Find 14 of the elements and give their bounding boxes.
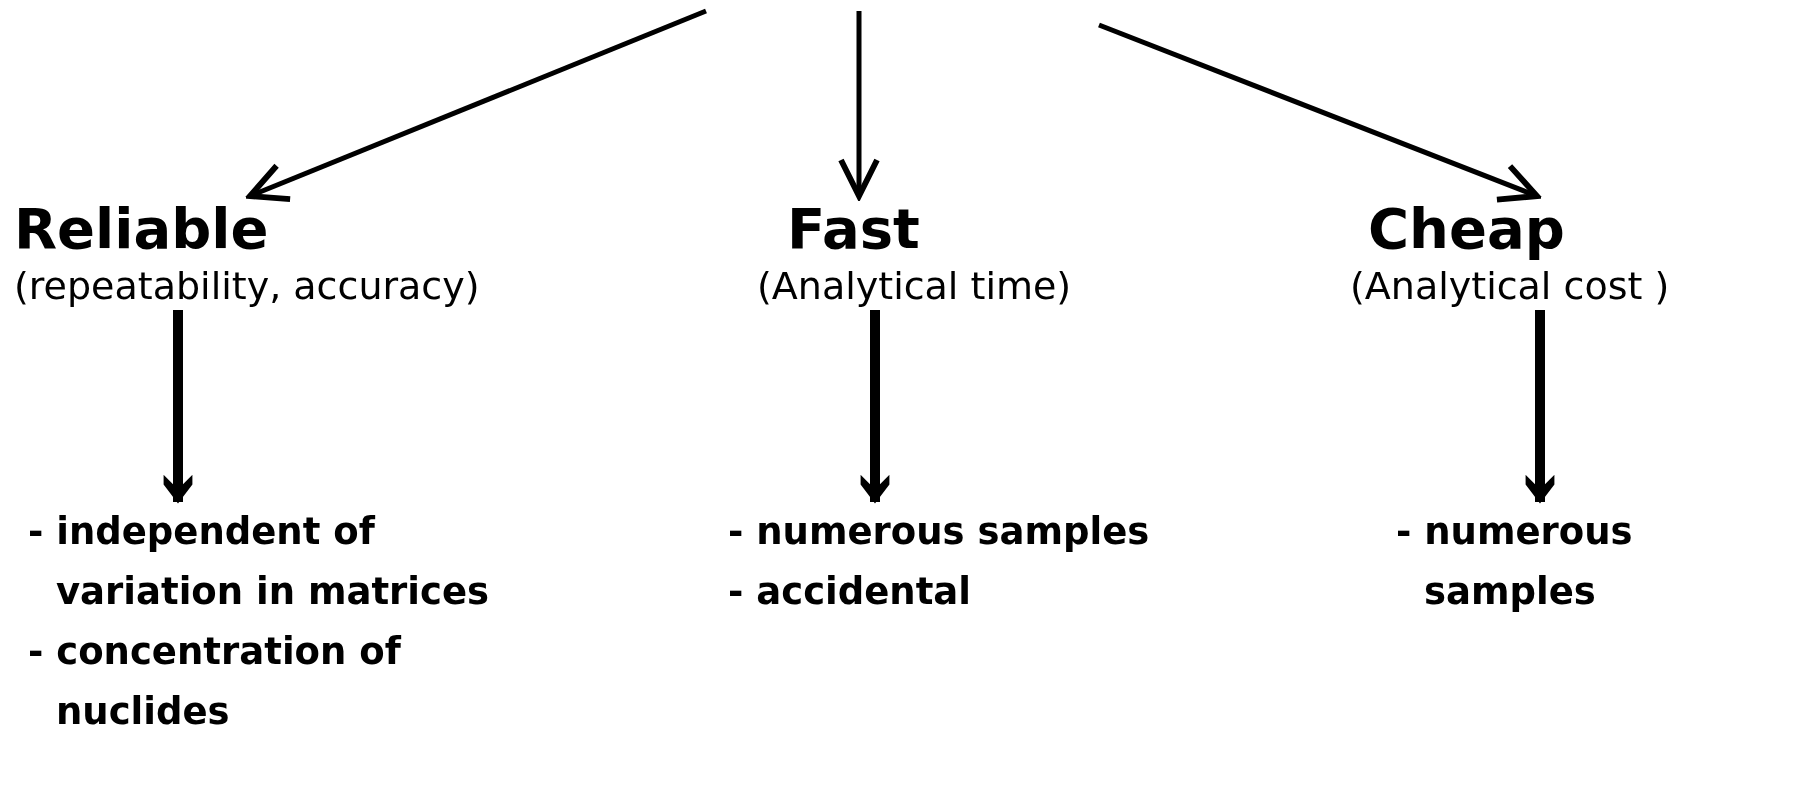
list-item: - accidental <box>728 569 972 615</box>
heading: Reliable <box>14 196 269 262</box>
arrow <box>247 8 707 203</box>
heading: Cheap <box>1368 196 1565 262</box>
arrow <box>1098 22 1540 203</box>
list-item: - concentration of nuclides <box>28 629 403 735</box>
subheading: (Analytical cost ) <box>1350 263 1670 310</box>
list-item: - numerous samples <box>1396 509 1634 615</box>
heading: Fast <box>787 196 920 262</box>
subheading: (repeatability, accuracy) <box>14 263 480 310</box>
arrow <box>838 11 880 199</box>
subheading: (Analytical time) <box>757 263 1072 310</box>
list-item: - independent of variation in matrices <box>28 509 491 615</box>
list-item: - numerous samples <box>728 509 1151 555</box>
